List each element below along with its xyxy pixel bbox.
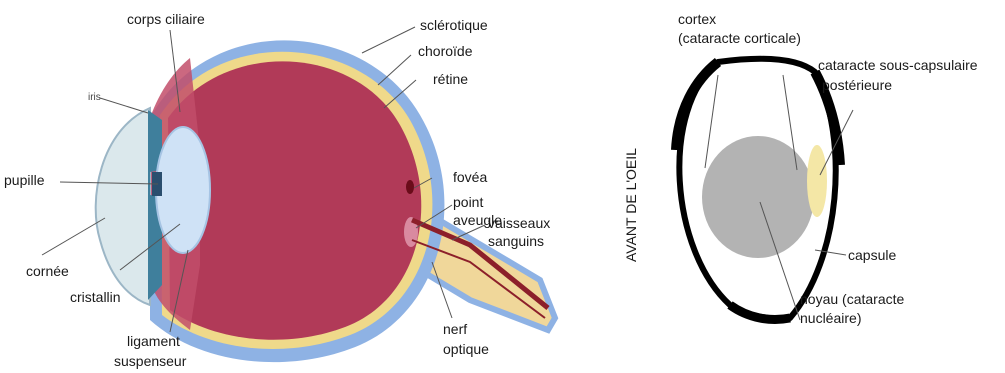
label-retine: rétine <box>433 71 468 87</box>
label-noyau-line1: noyau (cataracte <box>800 291 904 307</box>
label-cristallin: cristallin <box>70 289 121 305</box>
cortex-band-bottom <box>730 305 790 319</box>
label-nerf-line2: optique <box>443 341 489 357</box>
label-choroide: choroïde <box>418 43 473 59</box>
leader-iris <box>100 98 148 113</box>
posterior-subcapsular-opacity <box>807 145 827 217</box>
label-point-aveugle-line1: point <box>453 194 483 210</box>
leader-cortex-1 <box>705 75 718 168</box>
label-cortex-line1: cortex <box>678 11 716 27</box>
label-cortex-line2: (cataracte corticale) <box>678 30 801 46</box>
label-vaisseaux-line1: vaisseaux <box>488 215 550 231</box>
label-pupille: pupille <box>4 172 45 188</box>
label-fovea: fovéa <box>453 169 487 185</box>
leader-capsule <box>815 250 846 255</box>
leader-cornee <box>42 218 105 255</box>
label-noyau-line2: nucléaire) <box>800 310 861 326</box>
label-avant-oeil: AVANT DE L'OEIL <box>623 148 639 262</box>
label-ligament-line1: ligament <box>127 333 180 349</box>
label-cornee: cornée <box>26 263 69 279</box>
lens-nucleus <box>702 136 814 258</box>
cataract-diagram: cortex (cataracte corticale) cataracte s… <box>623 11 978 326</box>
eye-anatomy-diagram: corps ciliaire sclérotique choroïde réti… <box>4 11 555 369</box>
fovea-spot <box>406 180 414 194</box>
label-sous-capsulaire-line1: cataracte sous-capsulaire <box>818 57 978 73</box>
leader-choroide <box>378 55 411 85</box>
lens <box>156 127 210 253</box>
label-iris: iris <box>88 92 101 103</box>
label-corps-ciliaire: corps ciliaire <box>127 11 205 27</box>
cornea <box>96 108 150 305</box>
leader-sclerotique <box>362 27 415 53</box>
label-capsule: capsule <box>848 247 896 263</box>
label-sclerotique: sclérotique <box>420 17 488 33</box>
label-nerf-line1: nerf <box>443 321 467 337</box>
label-ligament-line2: suspenseur <box>114 353 187 369</box>
label-sous-capsulaire-line2: postérieure <box>822 77 892 93</box>
label-vaisseaux-line2: sanguins <box>488 233 544 249</box>
